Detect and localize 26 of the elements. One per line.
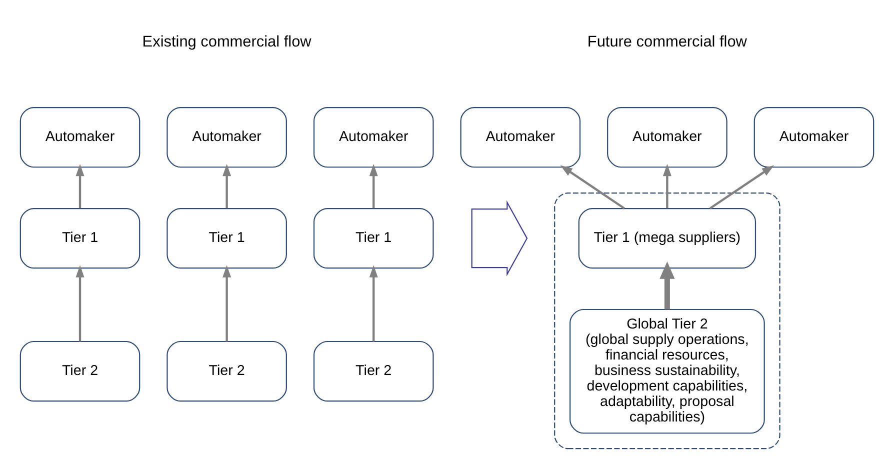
node-box: Tier 2 (313, 340, 434, 402)
arrow (76, 265, 84, 342)
arrow (222, 265, 232, 342)
arrow (369, 164, 378, 208)
node-arrow (471, 200, 528, 276)
arrow (660, 262, 675, 310)
node-box: Tier 1 (mega suppliers) (578, 208, 756, 269)
node-box: Tier 2 (20, 340, 140, 402)
label: Existing commercial flow (142, 33, 312, 50)
node-box: Tier 1 (166, 208, 287, 269)
node-box: Automaker (313, 106, 434, 168)
node-box: Automaker (460, 106, 581, 168)
node-box: Automaker (754, 106, 874, 168)
node-box: Tier 1 (313, 208, 434, 269)
arrow (222, 164, 232, 208)
node-box: Global Tier 2 (global supply operations, financial resources, business sustainability, development capabilities, adaptability, proposal capabilities) (570, 308, 765, 434)
node-box: Automaker (20, 106, 140, 168)
arrow (369, 265, 378, 342)
arrow (662, 164, 672, 208)
label: Future commercial flow (587, 33, 747, 50)
arrow (76, 164, 84, 208)
node-box: Tier 2 (166, 340, 287, 402)
node-box: Automaker (607, 106, 728, 168)
cluster (554, 192, 780, 450)
node-box: Tier 1 (20, 208, 140, 269)
node-box: Automaker (166, 106, 287, 168)
